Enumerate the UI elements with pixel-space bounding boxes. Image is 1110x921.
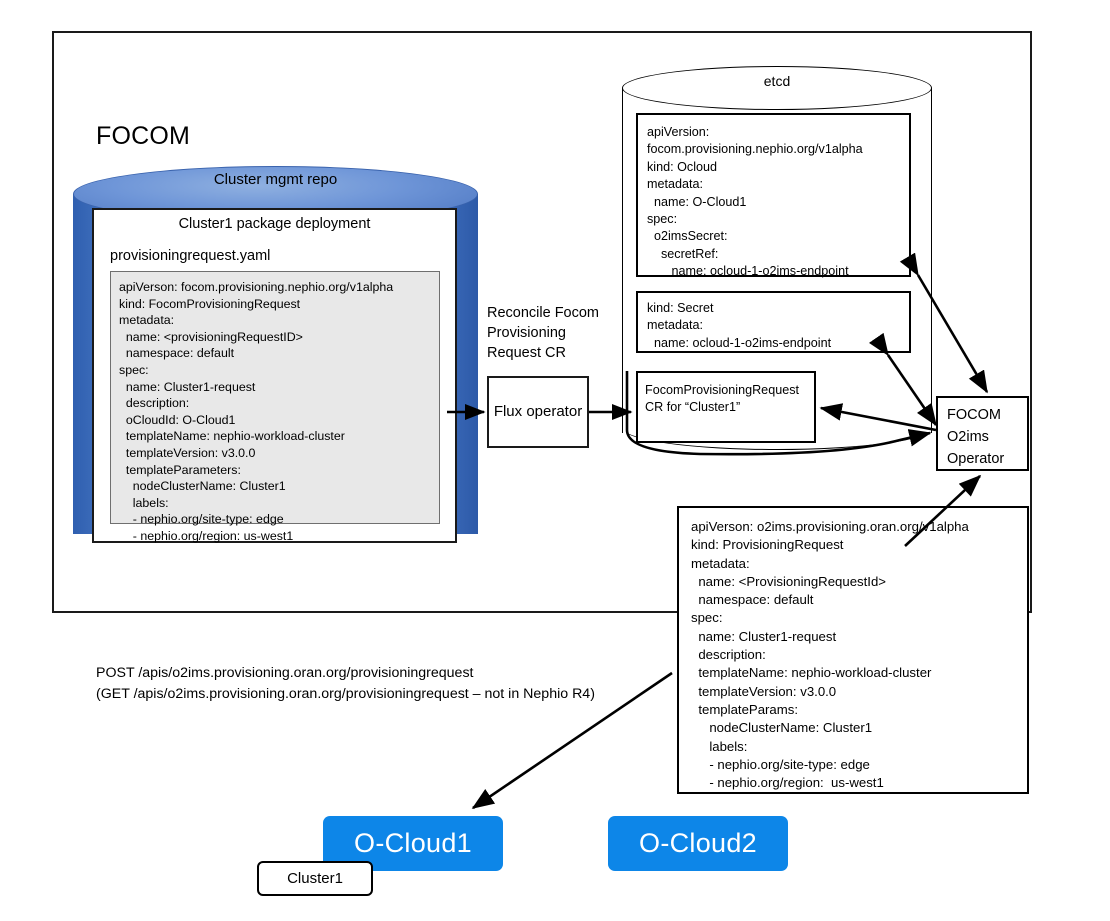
package-deployment-title: Cluster1 package deployment xyxy=(178,216,371,232)
etcd-cylinder-top xyxy=(622,66,932,110)
focom-provisioning-request-yaml-block: apiVerson: focom.provisioning.nephio.org… xyxy=(110,271,440,543)
ocloud1-box: O-Cloud1 xyxy=(323,816,503,871)
flux-operator-box: Flux operator xyxy=(487,376,589,448)
ocloud2-box: O-Cloud2 xyxy=(608,816,788,871)
ocloud-cr-yaml-text: apiVersion: focom.provisioning.nephio.or… xyxy=(647,125,863,279)
fpr-cr-text: FocomProvisioningRequest CR for “Cluster… xyxy=(645,383,799,415)
provisioning-request-yaml-box: apiVerson: o2ims.provisioning.oran.org/v… xyxy=(677,506,1029,794)
focom-provisioning-request-cr-box: FocomProvisioningRequest CR for “Cluster… xyxy=(636,371,816,443)
provisioningrequest-yaml-filename: provisioningrequest.yaml xyxy=(110,248,271,264)
etcd-label: etcd xyxy=(763,73,791,89)
cluster-mgmt-repo-label: Cluster mgmt repo xyxy=(213,171,338,188)
focom-o2ims-operator-box: FOCOM O2ims Operator xyxy=(936,396,1029,471)
reconcile-focom-pr-label: Reconcile Focom Provisioning Request CR xyxy=(487,305,600,361)
provisioning-request-yaml-text: apiVerson: o2ims.provisioning.oran.org/v… xyxy=(691,519,969,791)
secret-cr-yaml-text: kind: Secret metadata: name: ocloud-1-o2… xyxy=(647,301,832,350)
secret-cr-box: kind: Secret metadata: name: ocloud-1-o2… xyxy=(636,291,911,353)
ocloud-cr-box: apiVersion: focom.provisioning.nephio.or… xyxy=(636,113,911,278)
focom-title: FOCOM xyxy=(96,122,191,150)
o2ims-api-note: POST /apis/o2ims.provisioning.oran.org/p… xyxy=(96,665,595,702)
focom-yaml-text: apiVerson: focom.provisioning.nephio.org… xyxy=(119,280,394,543)
cluster1-tag: Cluster1 xyxy=(257,861,373,896)
